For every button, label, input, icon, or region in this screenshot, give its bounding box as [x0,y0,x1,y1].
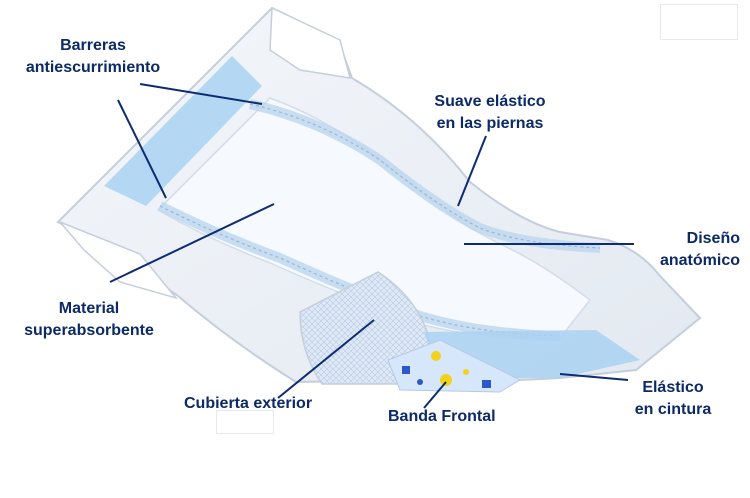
frontal-band-print [402,351,491,388]
label-diseno-anatomico: Diseño anatómico [626,228,740,272]
label-barreras-line1: Barreras [60,37,126,54]
label-elastico-cintura: Elástico en cintura [620,377,726,421]
label-material-line1: Material [58,300,120,317]
label-barreras-antiescurrimiento: Barreras antiescurrimiento [0,35,186,79]
label-elastico-line1: Elástico [642,379,704,396]
label-material-line2: superabsorbente [24,322,154,339]
leader-banda [423,381,447,409]
leader-cubierta [277,319,375,399]
leader-barreras-a [139,83,263,105]
label-material-superabsorbente: Material superabsorbente [2,298,176,342]
leader-barreras-b [117,99,167,199]
label-suave-elastico: Suave elástico en las piernas [412,91,568,135]
blank-tag-top-right [660,4,738,40]
label-banda-text: Banda Frontal [388,408,496,425]
blank-tag-bottom-left [216,410,274,434]
side-tab-bottom [59,221,179,300]
label-diseno-line1: Diseño [686,230,740,247]
label-diseno-line2: anatómico [659,252,740,269]
leader-material [109,203,275,283]
label-cubierta-text: Cubierta exterior [184,395,313,412]
label-elastico-line2: en cintura [634,401,712,418]
label-suave-line2: en las piernas [436,115,544,132]
leader-suave [457,135,487,207]
label-banda-frontal: Banda Frontal [388,406,496,428]
back-waist-elastic [104,56,262,206]
label-suave-line1: Suave elástico [434,93,546,110]
leader-elastico [559,373,629,381]
label-cubierta-exterior: Cubierta exterior [184,393,312,415]
side-tab-top [269,6,352,79]
frontal-band [387,339,522,393]
label-barreras-line2: antiescurrimiento [25,59,161,76]
